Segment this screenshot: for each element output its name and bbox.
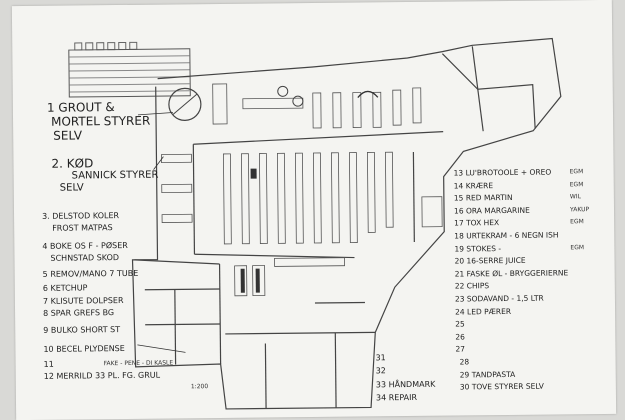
left-item-12: 12 MERRILD 33 PL. FG. GRUL xyxy=(43,370,161,381)
right-item-28: 28 xyxy=(459,357,470,367)
right-item-22: 22 CHIPS xyxy=(454,281,490,291)
left-item-4: 4 BOKE OS F - PØSER xyxy=(42,240,128,251)
bottom-item-31: 31 xyxy=(375,353,386,363)
left-item-11-text: FAKE - PENE - DI KASLE xyxy=(103,359,174,368)
bottom-item-32: 32 xyxy=(375,366,386,376)
left-item-4b: SCHNSTAD SKOD xyxy=(50,253,120,263)
note-1-line1: 1 GROUT & xyxy=(46,100,115,115)
right-item-16-tag: YAKUP xyxy=(569,205,590,214)
left-item-5: 5 REMOV/MANO 7 TUBE xyxy=(42,268,139,279)
note-1-line2: MORTEL STYRER xyxy=(50,113,151,129)
right-item-25: 25 xyxy=(455,319,465,329)
left-item-11: 11 xyxy=(43,359,54,369)
right-item-17: 17 TOX HEX xyxy=(454,218,500,228)
right-item-14: 14 KRÆRE xyxy=(453,180,494,191)
left-item-3: 3. DELSTOD KOLER xyxy=(42,211,120,221)
right-item-30: 30 TOVE STYRER SELV xyxy=(459,381,544,392)
note-2-line2: SANNICK STYRER xyxy=(71,169,159,182)
right-item-21: 21 FASKE ØL - BRYGGERIERNE xyxy=(454,268,569,279)
bottom-item-33: 33 HÅNDMARK xyxy=(375,379,436,390)
right-item-23: 23 SODAVAND - 1,5 LTR xyxy=(454,293,544,304)
right-item-19: 19 STOKES - xyxy=(454,243,502,254)
right-item-26: 26 xyxy=(455,332,465,342)
bottom-item-34: 34 REPAIR xyxy=(375,392,418,403)
right-item-19-tag: EGM xyxy=(570,243,585,251)
left-item-8: 8 SPAR GREFS BG xyxy=(43,308,115,318)
note-2-line1: 2. KØD xyxy=(51,156,94,171)
right-item-13: 13 LU'BROTOOLE + OREO xyxy=(453,167,552,178)
right-item-27: 27 xyxy=(455,344,466,354)
right-item-29: 29 TANDPASTA xyxy=(459,369,516,380)
note-2-line3: SELV xyxy=(59,182,84,194)
right-item-24: 24 LED PÆRER xyxy=(455,306,512,317)
scale-note: 1:200 xyxy=(190,383,209,391)
left-item-10: 10 BECEL PLYDENSE xyxy=(43,343,125,354)
right-item-18: 18 URTEKRAM - 6 NEGN ISH xyxy=(454,230,559,241)
right-item-15-tag: WIL xyxy=(569,193,581,201)
left-item-3b: FROST MATPAS xyxy=(52,223,113,233)
left-item-9: 9 BULKO SHORT ST xyxy=(43,325,121,335)
right-item-17-tag: EGM xyxy=(570,218,584,226)
right-item-20: 20 16-SERRE JUICE xyxy=(454,255,526,266)
right-item-15: 15 RED MARTIN xyxy=(453,193,513,203)
floor-plan-sheet: 1 GROUT & MORTEL STYRER SELV 2. KØD SANN… xyxy=(11,0,617,420)
store-floor-plan xyxy=(131,37,562,410)
left-item-7: 7 KLISUTE DOLPSER xyxy=(42,296,124,306)
note-1-line3: SELV xyxy=(53,128,83,143)
left-item-6: 6 KETCHUP xyxy=(42,283,88,293)
right-item-13-tag: EGM xyxy=(569,168,584,176)
right-item-14-tag: EGM xyxy=(569,180,584,188)
right-item-16: 16 ORA MARGARINE xyxy=(453,205,530,216)
